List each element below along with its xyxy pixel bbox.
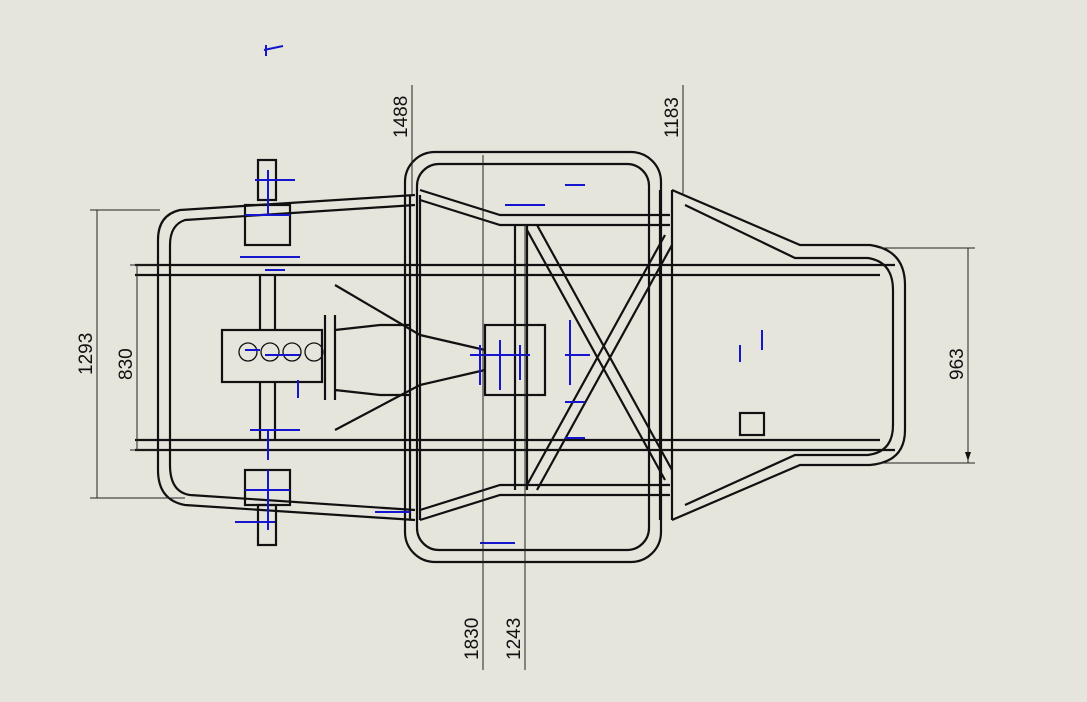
frame-geometry [135, 150, 907, 564]
dimensions: 1293 830 963 1488 1183 1830 1243 [76, 85, 975, 670]
dim-1293[interactable]: 1293 [76, 333, 97, 375]
dim-963[interactable]: 963 [947, 348, 968, 380]
dim-1183[interactable]: 1183 [662, 97, 683, 138]
dim-1488[interactable]: 1488 [391, 96, 412, 138]
dim-1243[interactable]: 1243 [504, 618, 525, 660]
sketch-relations [235, 45, 763, 544]
dim-830[interactable]: 830 [116, 348, 137, 380]
dim-1830[interactable]: 1830 [462, 618, 483, 660]
